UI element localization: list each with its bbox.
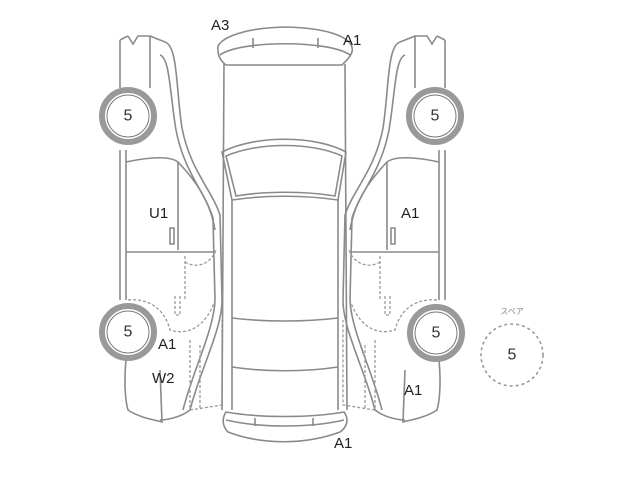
spare-value: 5: [508, 347, 517, 364]
tire-left-front[interactable]: 5: [99, 87, 157, 145]
damage-mark-rear-bumper: A1: [334, 435, 352, 452]
tire-depth-value: 5: [431, 108, 440, 125]
damage-mark-left-rear-quarter: W2: [152, 370, 175, 387]
tire-depth-value: 5: [432, 325, 441, 342]
tire-right-front[interactable]: 5: [406, 87, 464, 145]
tire-left-rear[interactable]: 5: [99, 303, 157, 361]
damage-mark-front-bumper-right: A1: [343, 32, 361, 49]
damage-mark-right-rear-quarter: A1: [404, 382, 422, 399]
damage-mark-right-front-door: A1: [401, 205, 419, 222]
top-view: [217, 26, 353, 443]
tire-depth-value: 5: [124, 324, 133, 341]
tire-depth-value: 5: [124, 108, 133, 125]
spare-label: スペア: [500, 307, 523, 316]
spare-tire[interactable]: スペア 5: [480, 307, 544, 387]
damage-mark-left-rear-fender: A1: [158, 336, 176, 353]
tire-right-rear[interactable]: 5: [407, 304, 465, 362]
damage-mark-left-front-door: U1: [149, 205, 168, 222]
damage-mark-front-bumper-left: A3: [211, 17, 229, 34]
